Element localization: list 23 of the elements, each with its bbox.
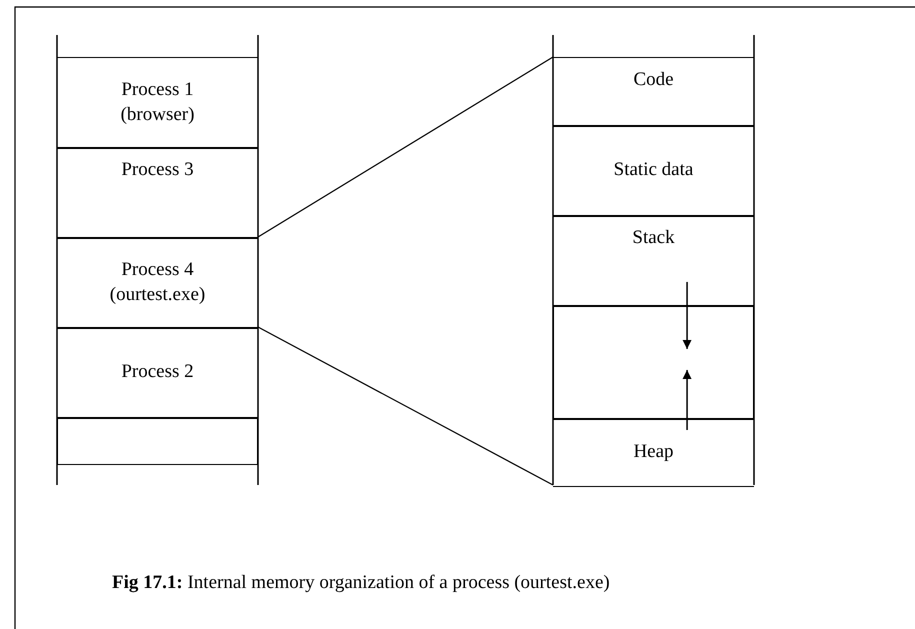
process-slot xyxy=(57,57,258,148)
segment-label: Stack xyxy=(631,226,676,250)
arrow xyxy=(682,370,692,430)
process-slot xyxy=(57,147,258,238)
segment-label: Process 4 (ourtest.exe) xyxy=(108,258,206,307)
segment-label: Process 3 xyxy=(120,158,195,182)
memory-segment xyxy=(553,215,754,306)
memory-segment xyxy=(553,125,754,216)
empty-segment xyxy=(553,305,754,420)
segment-label: Static data xyxy=(612,158,694,182)
segment-label: Process 1 (browser) xyxy=(120,78,196,127)
arrow xyxy=(682,282,692,349)
figure-caption: Fig 17.1: Internal memory organization of a process (ourtest.exe) xyxy=(112,572,610,594)
segment-label: Process 2 xyxy=(120,360,195,384)
connector-line xyxy=(258,326,554,486)
process-slot xyxy=(57,237,258,328)
memory-segment xyxy=(553,418,754,486)
connector-line xyxy=(258,56,554,238)
empty-segment xyxy=(57,417,258,464)
process-slot xyxy=(57,327,258,418)
memory-segment xyxy=(553,57,754,126)
segment-label: Heap xyxy=(632,440,675,464)
segment-label: Code xyxy=(632,68,675,92)
